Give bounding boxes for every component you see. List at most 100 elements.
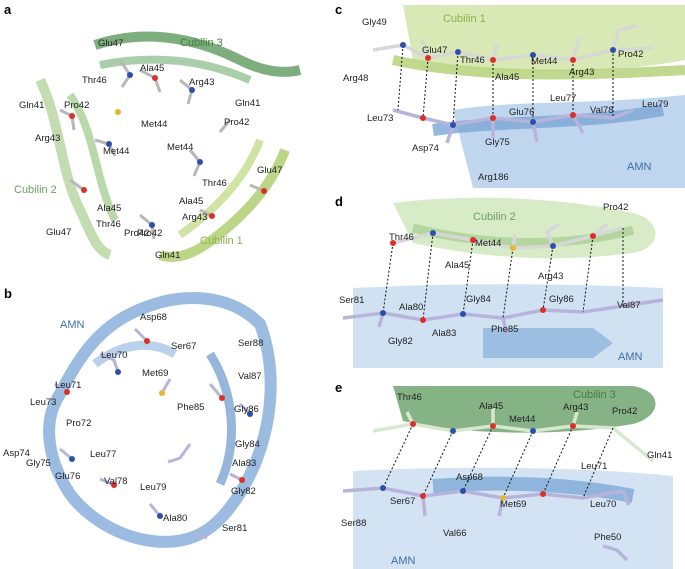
residue-label: Leu77 — [90, 449, 116, 460]
residue-label: Arg43 — [35, 133, 60, 144]
panel-a: a Cubilin 3 Cubilin 2 Cubilin 1 Gl — [0, 0, 330, 283]
panel-c: c Cubilin 1 AMN Gly4 — [333, 0, 685, 188]
chain-label-amn: AMN — [60, 319, 85, 331]
panel-b-label: b — [4, 286, 12, 301]
panel-d-hbonds — [382, 228, 624, 321]
residue-label: Pro42 — [224, 117, 249, 128]
panel-c-label: c — [335, 2, 343, 17]
panel-e: e Cubilin 3 AMN Thr46 Ala4 — [333, 376, 685, 569]
residue-label: Asp68 — [140, 312, 167, 323]
panel-d-atoms — [380, 230, 596, 323]
residue-label: Gly75 — [26, 458, 51, 469]
residue-label: Leu79 — [642, 99, 668, 110]
amn-ribbon-3 — [206, 351, 236, 486]
panel-d-label: d — [335, 194, 343, 209]
residue-label: Met44 — [141, 119, 167, 130]
residue-label: Ser67 — [390, 496, 415, 507]
amn-ribbon-2 — [92, 340, 178, 368]
residue-label: Ser81 — [339, 295, 364, 306]
residue-label: Thr46 — [460, 55, 485, 66]
panel-a-structure: Cubilin 3 Cubilin 2 Cubilin 1 Glu47 Thr4… — [14, 31, 302, 262]
residue-label: Thr46 — [202, 178, 227, 189]
residue-label: Val66 — [443, 528, 467, 539]
panel-b-structure: AMN Asp68 Ser67 Ser88 Leu70 Met69 Val87 … — [3, 292, 277, 548]
panel-c-atoms — [400, 42, 616, 128]
residue-label: Arg43 — [563, 402, 588, 413]
panel-b: b AMN Asp68 Ser67 Ser88 Leu70 Met69 Val8… — [0, 284, 330, 569]
residue-label: Leu79 — [140, 482, 166, 493]
residue-label: Gln41 — [235, 98, 260, 109]
residue-label: Leu73 — [30, 397, 56, 408]
residue-label: Met69 — [500, 499, 526, 510]
residue-label: Arg43 — [569, 67, 594, 78]
residue-label: Phe85 — [491, 324, 518, 335]
residue-label: Gly84 — [466, 294, 491, 305]
residue-label: Gly86 — [234, 404, 259, 415]
residue-label: Arg48 — [343, 73, 368, 84]
residue-label: Pro42 — [137, 228, 162, 239]
panel-d-residue-labels: Pro42 Thr46 Met44 Ala45 Arg43 Ser81 Ala8… — [339, 202, 641, 347]
residue-label: Arg43 — [538, 271, 563, 282]
residue-label: Ala45 — [97, 203, 121, 214]
residue-label: Arg43 — [189, 77, 214, 88]
residue-label: Gln41 — [155, 250, 180, 261]
residue-label: Gln41 — [19, 100, 44, 111]
residue-label: Leu71 — [581, 461, 607, 472]
chain-label-cubilin1: Cubilin 1 — [443, 13, 486, 25]
residue-label: Ala45 — [479, 401, 503, 412]
panel-c-amn-sticks — [392, 108, 634, 144]
residue-label: Gly75 — [485, 137, 510, 148]
residue-label: Val78 — [104, 476, 128, 487]
residue-label: Glu47 — [257, 165, 282, 176]
residue-label: Asp68 — [456, 472, 483, 483]
residue-label: Ala83 — [432, 328, 456, 339]
panel-b-residue-labels: Asp68 Ser67 Ser88 Leu70 Met69 Val87 Leu7… — [3, 312, 263, 534]
residue-label: Ser67 — [171, 341, 196, 352]
residue-label: Pro42 — [612, 406, 637, 417]
panel-e-hbonds — [382, 423, 614, 499]
panel-e-residue-labels: Thr46 Ala45 Met44 Arg43 Pro42 Gln41 Leu7… — [341, 392, 672, 543]
residue-label: Met44 — [531, 56, 557, 67]
panel-c-residue-labels: Gly49 Glu47 Met44 Arg43 Pro42 Thr46 Ala4… — [343, 17, 668, 183]
residue-label: Met69 — [142, 368, 168, 379]
residue-label: Leu73 — [367, 113, 393, 124]
cubilin3-ribbon — [93, 31, 302, 77]
residue-label: Pro42 — [618, 49, 643, 60]
cubilin2-ribbon — [35, 77, 113, 260]
residue-label: Gln41 — [647, 450, 672, 461]
chain-label-amn: AMN — [627, 161, 652, 173]
panel-a-residue-labels: Glu47 Thr46 Ala45 Arg43 Gln41 Gln41 Pro4… — [19, 38, 282, 261]
residue-label: Glu47 — [98, 38, 123, 49]
residue-label: Pro42 — [603, 202, 628, 213]
residue-label: Met44 — [167, 142, 193, 153]
residue-label: Thr46 — [82, 75, 107, 86]
residue-label: Gly86 — [549, 294, 574, 305]
residue-label: Arg43 — [182, 212, 207, 223]
residue-label: Arg186 — [478, 172, 509, 183]
panel-a-label: a — [4, 2, 12, 17]
residue-label: Thr46 — [96, 219, 121, 230]
chain-label-cubilin2: Cubilin 2 — [14, 184, 57, 196]
residue-label: Met44 — [509, 414, 535, 425]
cubilin3-ribbon-2 — [99, 55, 252, 84]
panel-c-structure: Cubilin 1 AMN Gly49 Glu47 Met44 Arg43 Pr… — [343, 5, 685, 188]
residue-label: Met44 — [475, 238, 501, 249]
residue-label: Thr46 — [397, 392, 422, 403]
residue-label: Asp74 — [3, 448, 30, 459]
panel-e-structure: Cubilin 3 AMN Thr46 Ala45 Met44 Arg43 Pr… — [341, 386, 673, 569]
residue-label: Pro42 — [124, 228, 149, 239]
panel-e-amn-sticks — [342, 486, 631, 562]
residue-label: Gly49 — [362, 17, 387, 28]
residue-label: Glu47 — [46, 227, 71, 238]
residue-label: Leu70 — [590, 499, 616, 510]
residue-label: Ala45 — [495, 72, 519, 83]
residue-label: Leu70 — [101, 350, 127, 361]
residue-label: Gly82 — [388, 336, 413, 347]
residue-label: Ala45 — [445, 260, 469, 271]
residue-label: Ser88 — [238, 338, 263, 349]
cubilin1-ribbon — [158, 148, 290, 262]
residue-label: Glu76 — [509, 107, 534, 118]
panel-d-structure: Cubilin 2 AMN Pro42 Thr46 Met44 Ala45 Ar… — [339, 197, 664, 368]
panel-a-atoms — [69, 72, 267, 228]
residue-label: Gly82 — [231, 486, 256, 497]
